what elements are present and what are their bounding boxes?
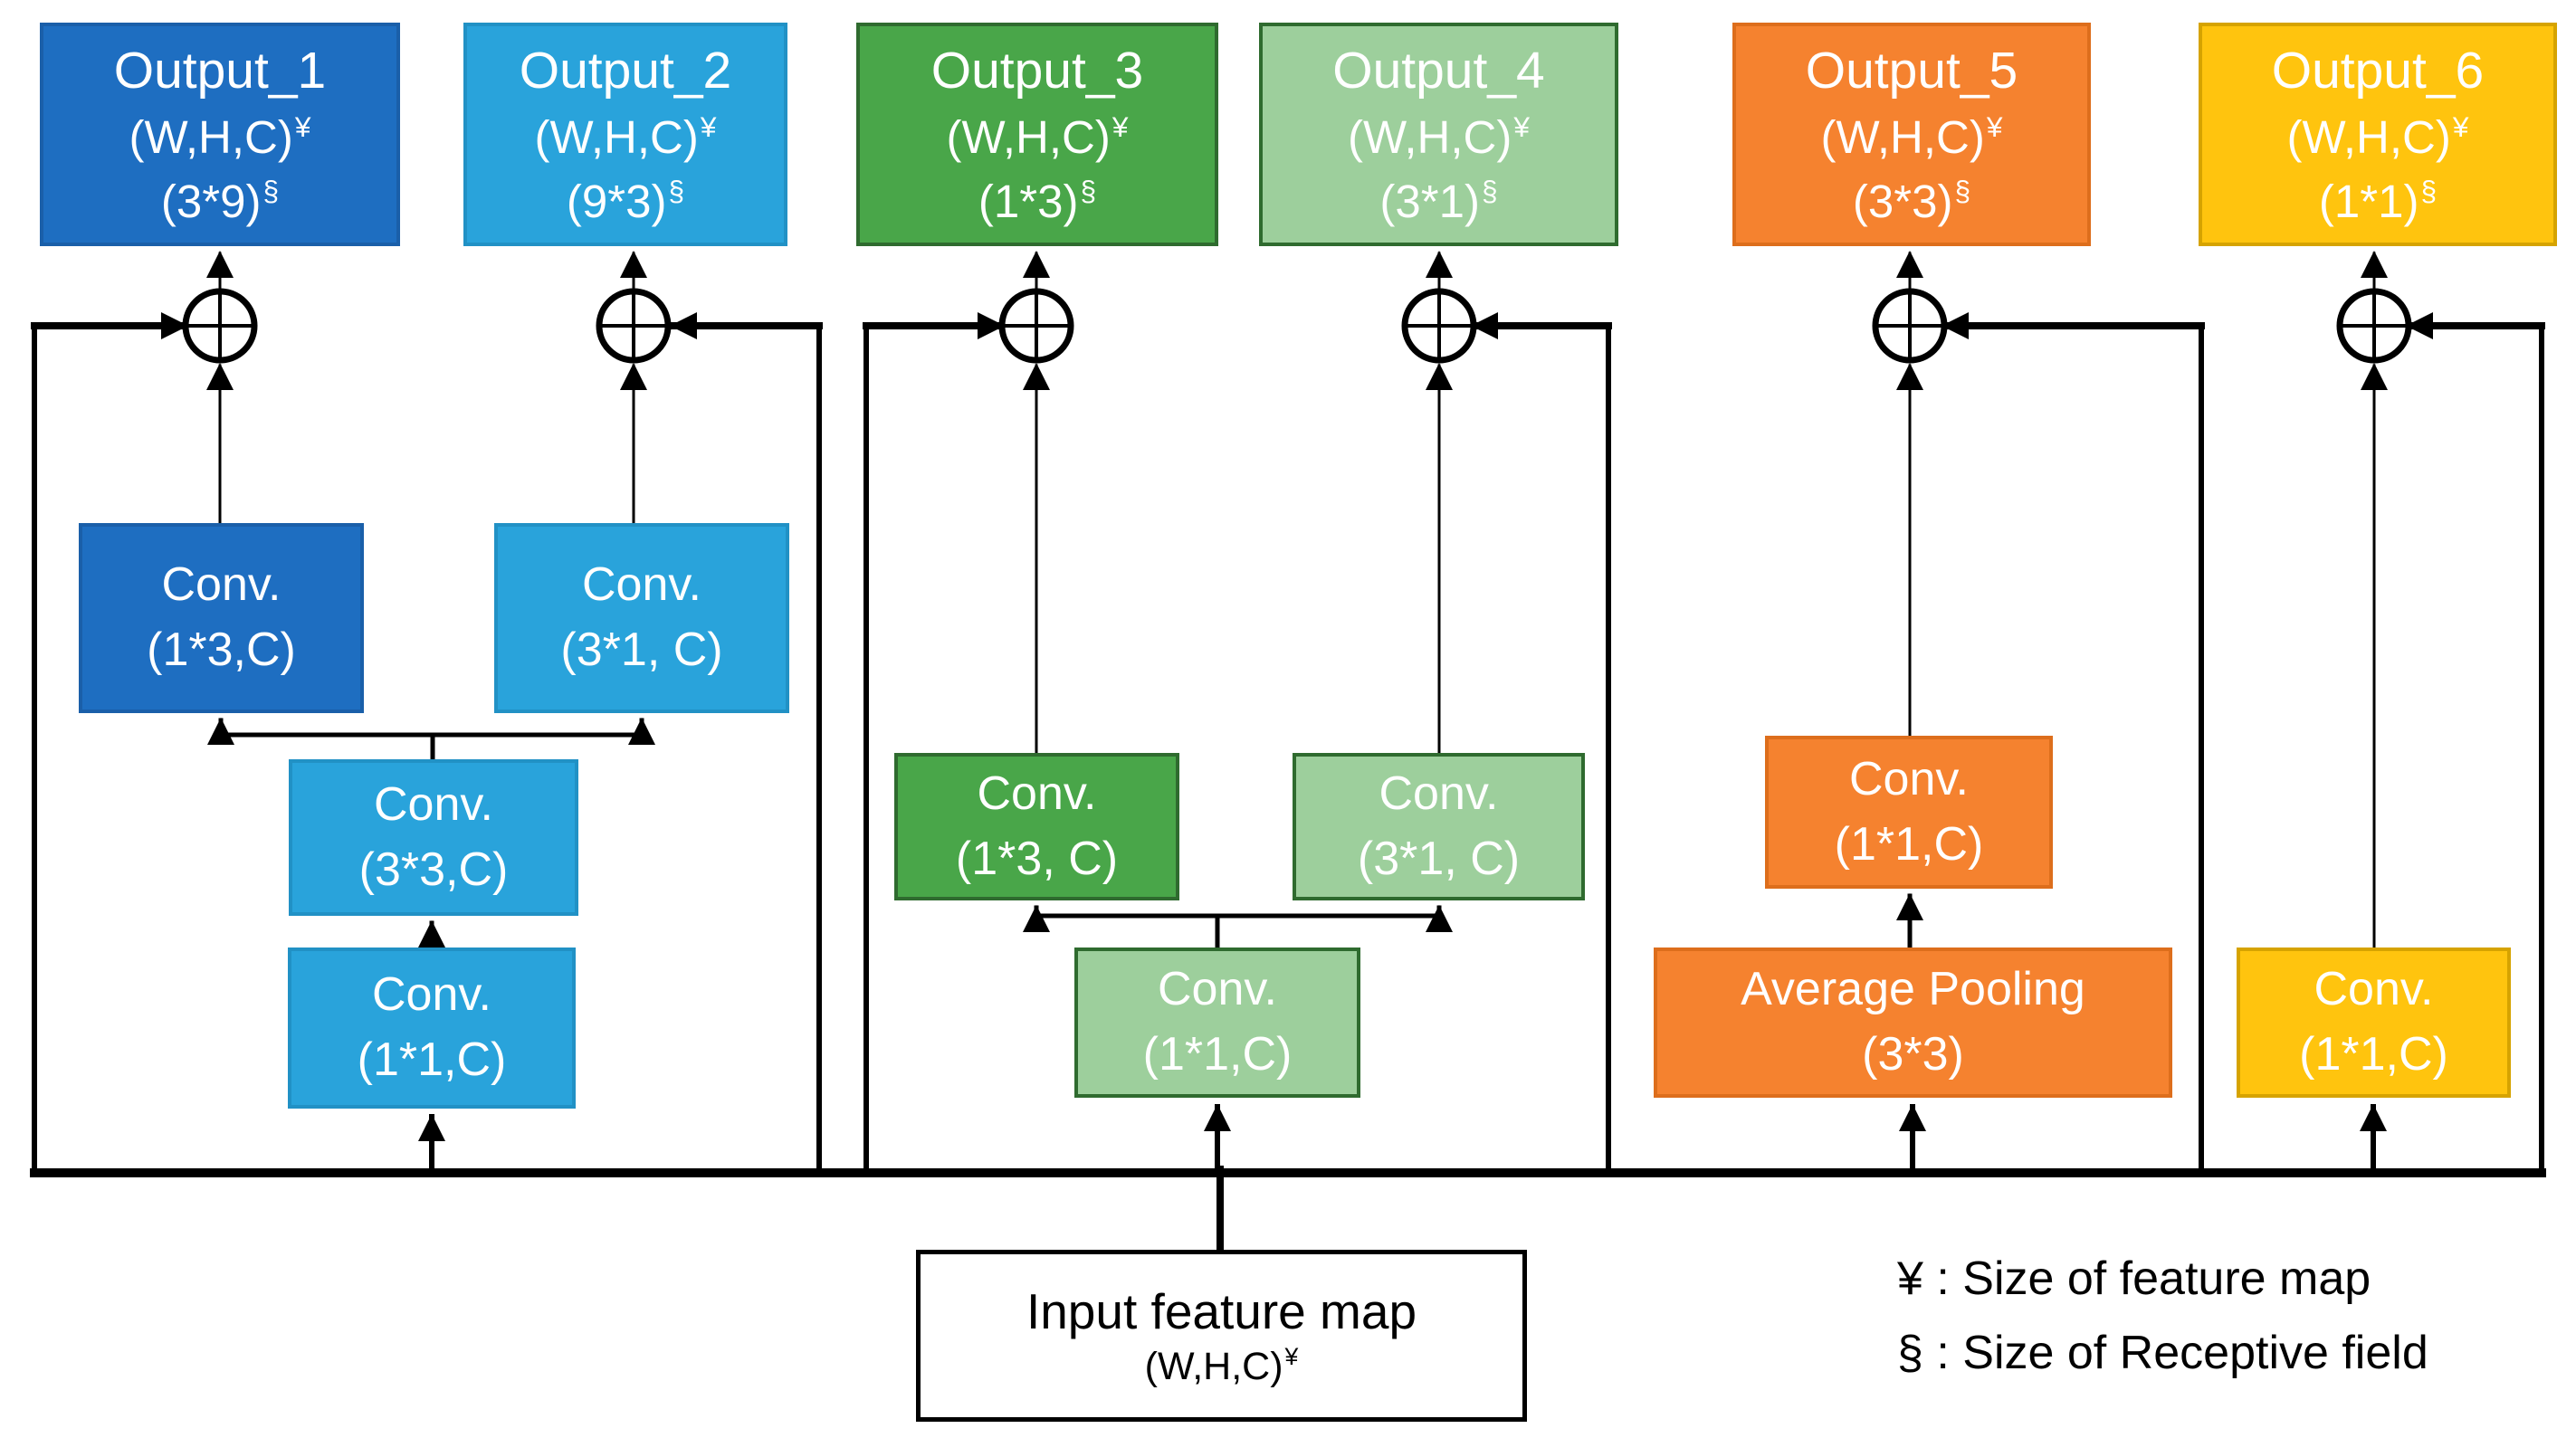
block-label: Conv.	[372, 968, 491, 1022]
output-receptive-field-size: (3*3)§	[1852, 174, 1971, 227]
output-receptive-field-size: (9*3)§	[566, 174, 685, 227]
output-2-box: Output_2 (W,H,C)¥ (9*3)§	[463, 23, 787, 246]
block-label: Conv.	[2314, 963, 2434, 1016]
block-kernel: (3*1, C)	[1357, 832, 1521, 885]
elementwise-add-icons	[182, 288, 2412, 364]
conv-1x1-block: Conv. (1*1,C)	[2237, 948, 2511, 1098]
add-icon	[182, 288, 258, 364]
output-4-box: Output_4 (W,H,C)¥ (3*1)§	[1259, 23, 1618, 246]
output-6-box: Output_6 (W,H,C)¥ (1*1)§	[2199, 23, 2557, 246]
output-receptive-field-size: (3*9)§	[160, 174, 280, 227]
block-kernel: (3*3,C)	[358, 843, 509, 896]
legend: ¥ : Size of feature map § : Size of Rece…	[1897, 1242, 2428, 1390]
output-feature-map-size: (W,H,C)¥	[534, 110, 717, 164]
block-kernel: (1*1,C)	[2299, 1028, 2448, 1081]
block-label: Average Pooling	[1741, 963, 2085, 1016]
output-title: Output_6	[2271, 41, 2485, 100]
block-label: Conv.	[582, 558, 701, 612]
output-feature-map-size: (W,H,C)¥	[1348, 110, 1530, 164]
conv-3x1-block: Conv. (3*1, C)	[494, 523, 789, 713]
block-kernel: (3*1, C)	[560, 624, 723, 676]
conv-1x3-block: Conv. (1*3,C)	[79, 523, 364, 713]
conv-1x1-block: Conv. (1*1,C)	[1765, 736, 2053, 889]
conv-1x3-block: Conv. (1*3, C)	[894, 753, 1179, 900]
block-label: Conv.	[1379, 767, 1499, 820]
output-title: Output_1	[113, 41, 327, 100]
conv-1x1-block: Conv. (1*1,C)	[288, 948, 576, 1109]
add-icon	[998, 288, 1074, 364]
output-feature-map-size: (W,H,C)¥	[129, 110, 311, 164]
block-label: Conv.	[1158, 963, 1277, 1016]
legend-receptive-field: § : Size of Receptive field	[1897, 1327, 2428, 1380]
add-icon	[596, 288, 672, 364]
input-dims: (W,H,C)¥	[1144, 1343, 1299, 1388]
output-receptive-field-size: (1*3)§	[978, 174, 1097, 227]
conv-3x3-block: Conv. (3*3,C)	[289, 759, 578, 916]
add-icon	[2336, 288, 2412, 364]
conv-3x1-block: Conv. (3*1, C)	[1293, 753, 1585, 900]
conv-1x1-block: Conv. (1*1,C)	[1074, 948, 1360, 1098]
average-pooling-block: Average Pooling (3*3)	[1654, 948, 2172, 1098]
block-label: Conv.	[977, 767, 1097, 820]
output-feature-map-size: (W,H,C)¥	[2286, 110, 2469, 164]
input-feature-map-box: Input feature map (W,H,C)¥	[916, 1250, 1527, 1422]
output-5-box: Output_5 (W,H,C)¥ (3*3)§	[1732, 23, 2091, 246]
block-label: Conv.	[374, 777, 493, 831]
output-feature-map-size: (W,H,C)¥	[1820, 110, 2003, 164]
output-receptive-field-size: (1*1)§	[2318, 174, 2438, 227]
block-label: Conv.	[161, 558, 281, 612]
output-title: Output_2	[519, 41, 732, 100]
input-title: Input feature map	[1026, 1282, 1417, 1339]
block-kernel: (1*3, C)	[955, 832, 1119, 885]
output-title: Output_4	[1332, 41, 1545, 100]
add-icon	[1401, 288, 1477, 364]
block-kernel: (1*1,C)	[1834, 817, 1984, 871]
block-kernel: (1*1,C)	[1142, 1028, 1293, 1081]
block-kernel: (3*3)	[1862, 1028, 1964, 1081]
block-kernel: (1*3,C)	[147, 624, 296, 676]
legend-feature-map: ¥ : Size of feature map	[1897, 1252, 2371, 1305]
output-1-box: Output_1 (W,H,C)¥ (3*9)§	[40, 23, 400, 246]
output-title: Output_3	[930, 41, 1144, 100]
block-label: Conv.	[1849, 752, 1969, 805]
output-title: Output_5	[1805, 41, 2018, 100]
output-feature-map-size: (W,H,C)¥	[946, 110, 1129, 164]
output-3-box: Output_3 (W,H,C)¥ (1*3)§	[856, 23, 1218, 246]
block-kernel: (1*1,C)	[357, 1033, 507, 1086]
add-icon	[1872, 288, 1948, 364]
output-receptive-field-size: (3*1)§	[1379, 174, 1498, 227]
